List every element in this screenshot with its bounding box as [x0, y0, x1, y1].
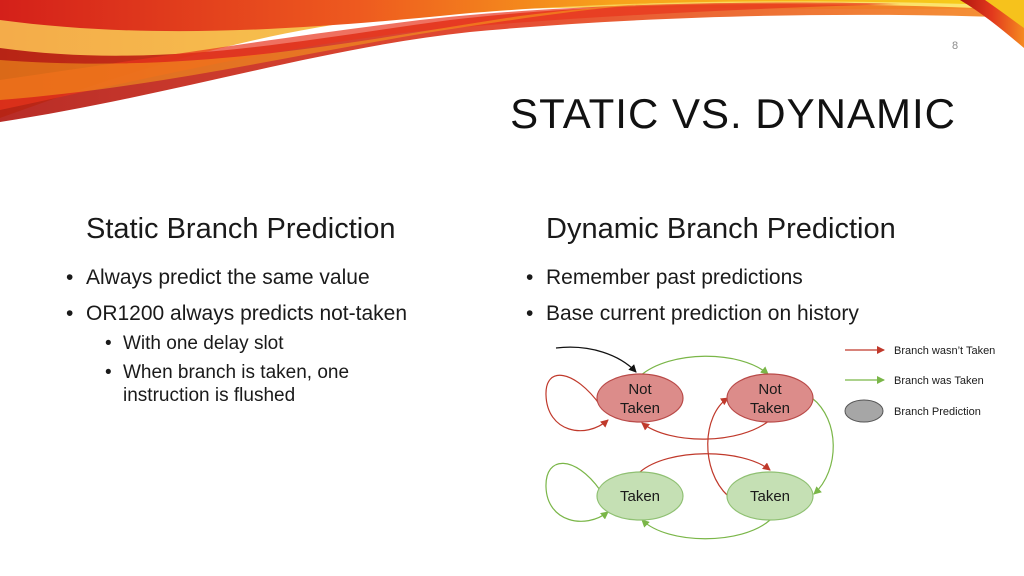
- bullet-dot: •: [105, 362, 112, 383]
- left-bullet-1-text: Always predict the same value: [86, 266, 370, 289]
- right-bullet-1: • Remember past predictions: [526, 266, 803, 290]
- state-label: Not: [628, 381, 652, 398]
- dynamic-heading: Dynamic Branch Prediction: [546, 213, 896, 245]
- state-taken-strong: Taken: [596, 471, 684, 521]
- right-bullet-2: • Base current prediction on history: [526, 302, 859, 326]
- left-sub-bullet-2-cont: instruction is flushed: [123, 385, 296, 406]
- arrow-t1-to-t2: [639, 453, 771, 473]
- arrow-nt2-to-nt1: [641, 419, 771, 440]
- right-bullet-1-text: Remember past predictions: [546, 266, 803, 289]
- static-heading: Static Branch Prediction: [86, 213, 396, 245]
- legend-label-prediction: Branch Prediction: [894, 406, 981, 418]
- right-bullet-2-text: Base current prediction on history: [546, 302, 859, 325]
- state-label: Taken: [620, 488, 660, 505]
- branch-predictor-state-diagram: Not Taken Not Taken Taken Taken Branch w…: [545, 345, 995, 540]
- left-bullet-1: • Always predict the same value: [66, 266, 370, 290]
- arrow-nt2-to-t2: [811, 397, 834, 495]
- slide-title: STATIC VS. DYNAMIC: [510, 90, 956, 137]
- bullet-dot: •: [526, 302, 534, 325]
- left-sub-bullet-2-text: When branch is taken, one: [123, 362, 350, 383]
- state-label: Taken: [750, 488, 790, 505]
- arrow-t2-to-t1: [641, 519, 771, 540]
- arrow-t2-to-nt2: [707, 397, 729, 497]
- decorative-swoosh: [0, 0, 1024, 123]
- state-not-taken-weak: Not Taken: [726, 373, 814, 423]
- state-taken-weak: Taken: [726, 471, 814, 521]
- state-label: Not: [758, 381, 782, 398]
- self-loop-not-taken-strong: [545, 374, 609, 432]
- state-label: Taken: [620, 400, 660, 417]
- bullet-dot: •: [66, 302, 74, 325]
- arrow-nt1-to-nt2: [639, 355, 769, 377]
- start-arrow: [555, 346, 637, 373]
- state-not-taken-strong: Not Taken: [596, 373, 684, 423]
- left-sub-bullet-1: • With one delay slot: [105, 333, 284, 355]
- bullet-dot: •: [105, 333, 112, 354]
- left-bullet-2-text: OR1200 always predicts not-taken: [86, 302, 407, 325]
- state-label: Taken: [750, 400, 790, 417]
- legend-label-taken: Branch was Taken: [894, 375, 984, 387]
- legend-label-not-taken: Branch wasn’t Taken: [894, 345, 995, 357]
- page-number: 8: [951, 40, 959, 52]
- bullet-dot: •: [526, 266, 534, 289]
- self-loop-taken-strong: [545, 462, 609, 522]
- legend: Branch wasn’t Taken Branch was Taken Bra…: [844, 345, 995, 423]
- bullet-dot: •: [66, 266, 74, 289]
- left-sub-bullet-2: • When branch is taken, one: [105, 362, 350, 384]
- left-sub-bullet-1-text: With one delay slot: [123, 333, 284, 354]
- legend-prediction-node: [844, 399, 884, 423]
- left-bullet-2: • OR1200 always predicts not-taken: [66, 302, 407, 326]
